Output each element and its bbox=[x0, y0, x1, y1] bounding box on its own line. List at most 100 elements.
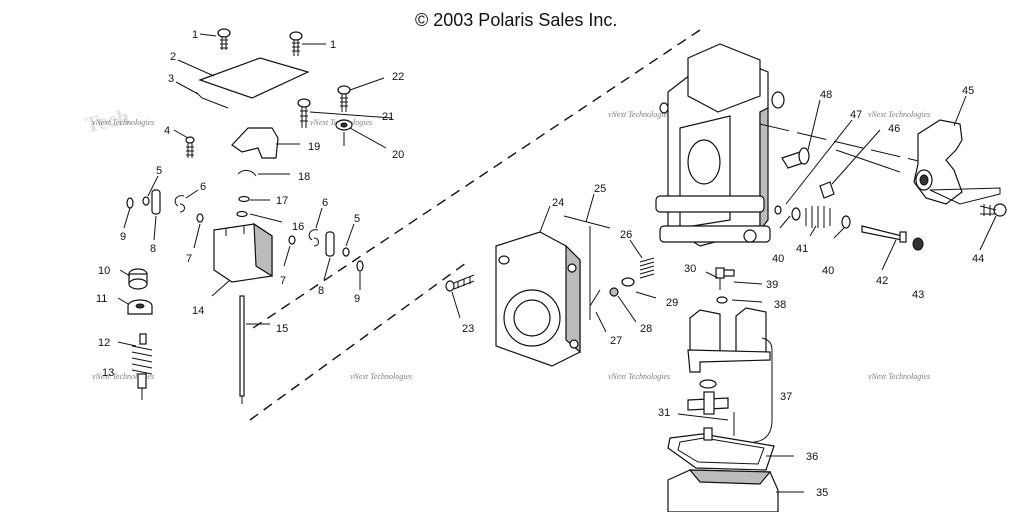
callout-42: 42 bbox=[876, 275, 888, 287]
callout-16: 16 bbox=[292, 221, 304, 233]
callout-35: 35 bbox=[816, 487, 828, 499]
callout-11: 11 bbox=[96, 293, 107, 305]
callout-40: 40 bbox=[822, 265, 834, 277]
screw-part-23 bbox=[445, 274, 475, 292]
ring-part-17 bbox=[238, 195, 250, 203]
jet-needle-part-15 bbox=[239, 295, 245, 404]
wire-clip-3 bbox=[195, 91, 229, 109]
callout-12: 12 bbox=[98, 337, 110, 349]
callout-29: 29 bbox=[666, 297, 678, 309]
watermark: vNext Technologies bbox=[350, 372, 413, 381]
callout-3: 3 bbox=[168, 73, 174, 85]
callout-45: 45 bbox=[962, 85, 974, 97]
screw-part-21 bbox=[297, 98, 311, 128]
callout-27: 27 bbox=[610, 335, 622, 347]
pin-part-42 bbox=[861, 225, 907, 243]
washer-part-40 bbox=[791, 207, 801, 221]
callout-46: 46 bbox=[888, 123, 900, 135]
watermark: vNext Technologies bbox=[868, 110, 931, 119]
callout-labels: 1 1 2 3 22 4 21 20 19 18 5 6 17 16 6 5 9… bbox=[96, 29, 984, 499]
nut-part-20 bbox=[335, 119, 353, 146]
o-ring-float bbox=[699, 379, 717, 389]
callout-26: 26 bbox=[620, 229, 632, 241]
callout-7: 7 bbox=[280, 275, 286, 287]
callout-9: 9 bbox=[120, 231, 126, 243]
cover-plate-2 bbox=[198, 57, 310, 99]
washer-part-29 bbox=[621, 277, 635, 287]
float-bowl-part-35 bbox=[667, 469, 779, 512]
carburetor-housing bbox=[655, 43, 785, 247]
screw-part-22 bbox=[337, 85, 351, 112]
spring-clip-part-6 bbox=[174, 195, 185, 213]
callout-39: 39 bbox=[766, 279, 778, 291]
callout-5: 5 bbox=[354, 213, 360, 225]
callout-37: 37 bbox=[780, 391, 792, 403]
ring-part-7 bbox=[288, 235, 296, 245]
clip-part-18 bbox=[237, 169, 257, 177]
callout-20: 20 bbox=[392, 149, 404, 161]
copyright-notice: © 2003 Polaris Sales Inc. bbox=[415, 10, 618, 30]
callout-13: 13 bbox=[102, 367, 114, 379]
fitting-part-48 bbox=[781, 147, 810, 169]
callout-8: 8 bbox=[150, 243, 156, 255]
callout-23: 23 bbox=[462, 323, 474, 335]
bracket-part-19 bbox=[231, 127, 279, 159]
plug-part-47 bbox=[819, 181, 835, 199]
lever-part-45 bbox=[913, 119, 1001, 205]
shaft-part bbox=[759, 123, 941, 167]
callout-30: 30 bbox=[684, 263, 696, 275]
float-part-37 bbox=[687, 307, 771, 373]
watermark: vNext Technologies bbox=[608, 372, 671, 381]
callout-4: 4 bbox=[164, 125, 170, 137]
callout-47: 47 bbox=[850, 109, 862, 121]
screw-part-1 bbox=[217, 28, 231, 50]
ring-part-16 bbox=[236, 210, 248, 218]
callout-7: 7 bbox=[186, 253, 192, 265]
group-bracket-37 bbox=[753, 337, 773, 443]
callout-18: 18 bbox=[298, 171, 310, 183]
assembly-dashed-line bbox=[249, 29, 701, 331]
callout-5: 5 bbox=[156, 165, 162, 177]
valve-part-39 bbox=[715, 267, 735, 290]
callout-31: 31 bbox=[658, 407, 670, 419]
ball-part-43 bbox=[912, 237, 924, 251]
callout-15: 15 bbox=[276, 323, 288, 335]
callout-1: 1 bbox=[192, 29, 198, 41]
callout-25: 25 bbox=[594, 183, 606, 195]
washer-part-38 bbox=[716, 296, 728, 304]
washer-part-40 bbox=[841, 215, 851, 229]
watermark: vNext Technologies bbox=[92, 372, 155, 381]
callout-28: 28 bbox=[640, 323, 652, 335]
callout-1: 1 bbox=[330, 39, 336, 51]
callout-6: 6 bbox=[322, 197, 328, 209]
screw-part-44 bbox=[979, 203, 1007, 217]
needle-base-part-31 bbox=[687, 391, 735, 436]
watermark: vNext Technologies bbox=[92, 118, 155, 127]
nut-part-11 bbox=[127, 299, 153, 315]
link-part-8 bbox=[325, 231, 335, 257]
callout-24: 24 bbox=[552, 197, 564, 209]
carburetor-body-part-24 bbox=[495, 231, 581, 367]
spring-part-26 bbox=[639, 257, 655, 279]
ring-part-5 bbox=[142, 196, 150, 206]
spring-part-41 bbox=[805, 206, 831, 228]
o-ring-part-28 bbox=[609, 287, 619, 297]
line-part-46 bbox=[835, 149, 901, 173]
callout-2: 2 bbox=[170, 51, 176, 63]
assembly-dashed-line bbox=[249, 259, 471, 421]
callout-36: 36 bbox=[806, 451, 818, 463]
callout-38: 38 bbox=[774, 299, 786, 311]
throttle-slide-part-14 bbox=[213, 222, 273, 283]
callout-19: 19 bbox=[308, 141, 320, 153]
spring-clip-part-6 bbox=[308, 229, 319, 247]
gasket-part-36 bbox=[667, 427, 775, 471]
callout-8: 8 bbox=[318, 285, 324, 297]
screw-part-1 bbox=[289, 31, 303, 56]
ring-part-5 bbox=[342, 247, 350, 257]
ring-part-9 bbox=[356, 260, 364, 272]
callout-48: 48 bbox=[820, 89, 832, 101]
callout-leaders bbox=[117, 33, 997, 493]
ring-part-9 bbox=[126, 197, 134, 209]
screw-part-4 bbox=[185, 136, 195, 158]
